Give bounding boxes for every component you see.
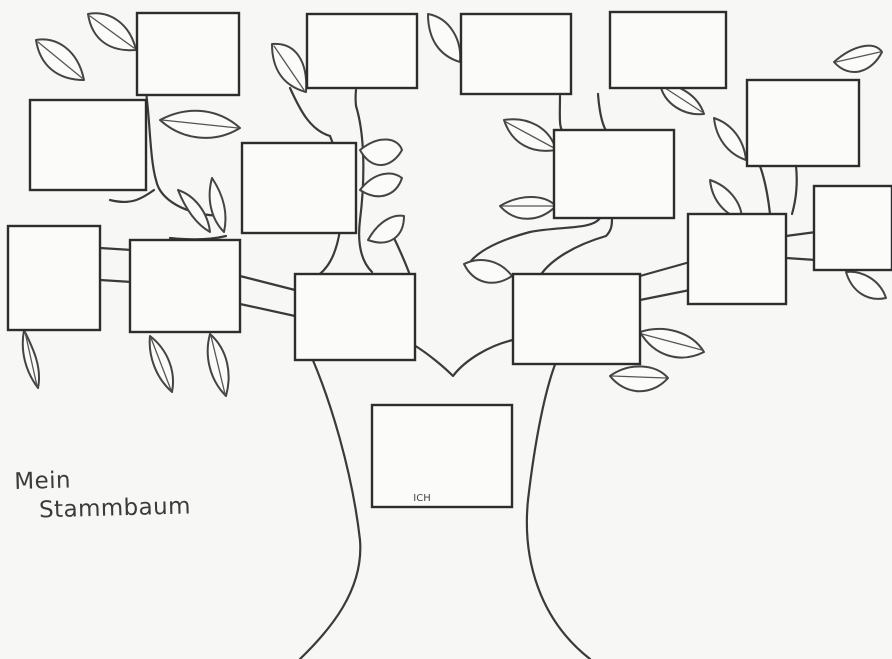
ancestor-box[interactable] bbox=[747, 80, 859, 166]
ancestor-box[interactable] bbox=[8, 226, 100, 330]
self-box-label: ICH bbox=[404, 493, 440, 504]
ancestor-box[interactable] bbox=[814, 186, 892, 270]
ancestor-box[interactable] bbox=[513, 274, 640, 364]
ancestor-box[interactable] bbox=[130, 240, 240, 332]
ancestor-box[interactable] bbox=[307, 14, 417, 88]
ancestor-box[interactable] bbox=[295, 274, 415, 360]
ancestor-box[interactable] bbox=[688, 214, 786, 304]
ancestor-box[interactable] bbox=[554, 130, 674, 218]
ancestor-box[interactable] bbox=[137, 13, 239, 95]
title-line-2: Stammbaum bbox=[39, 492, 192, 525]
ancestor-box[interactable] bbox=[30, 100, 146, 190]
title-line-1: Mein bbox=[14, 463, 191, 496]
ancestor-box[interactable] bbox=[461, 14, 571, 94]
ancestor-box[interactable] bbox=[610, 12, 726, 88]
self-box[interactable] bbox=[372, 405, 512, 507]
ancestor-box[interactable] bbox=[242, 143, 356, 233]
title-handwritten: Mein Stammbaum bbox=[14, 463, 191, 525]
